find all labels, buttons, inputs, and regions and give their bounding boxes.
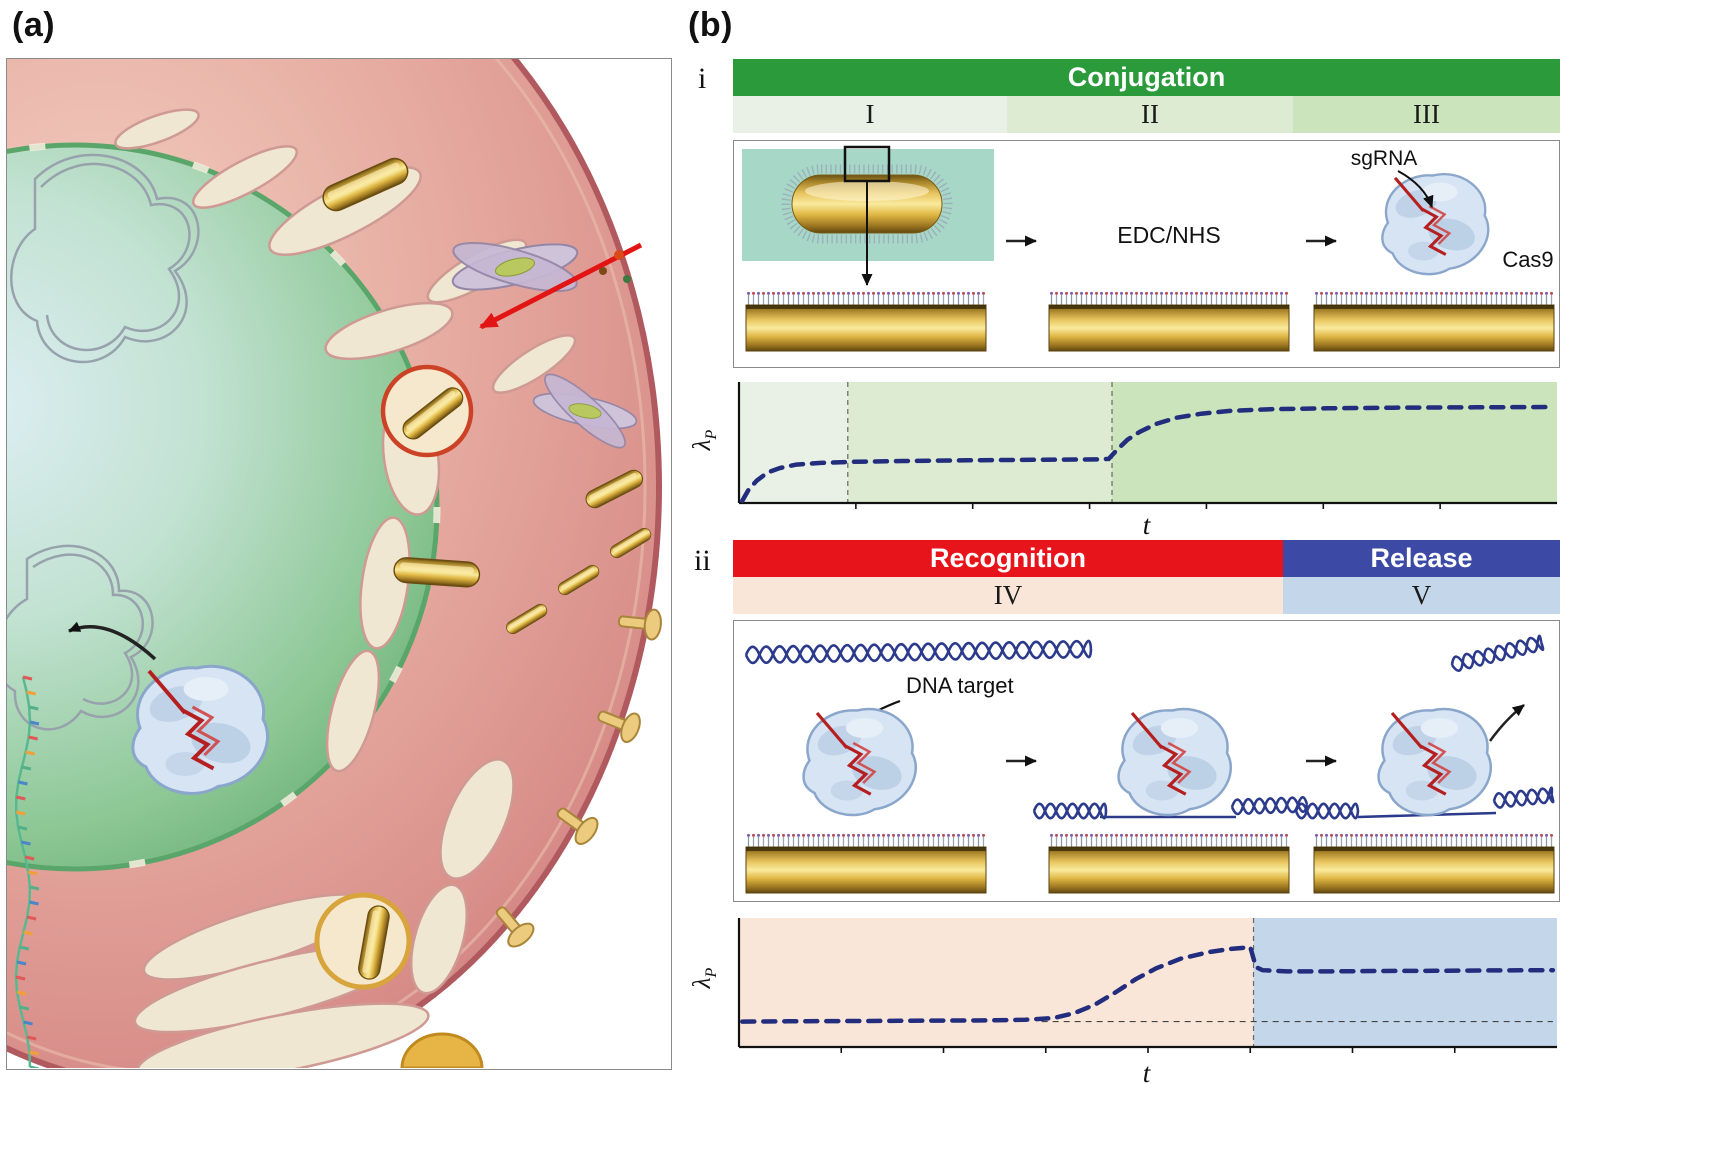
- plot-i: [733, 380, 1560, 512]
- dna-helix: [1032, 802, 1108, 820]
- dna-helix: [1294, 802, 1360, 820]
- edc-label: EDC/NHS: [1117, 222, 1221, 248]
- plot-i-ylabel: λP: [689, 429, 720, 451]
- stage-IV: IV: [733, 577, 1283, 614]
- dna-target-label: DNA target: [906, 673, 1014, 698]
- stage-V: V: [1283, 577, 1560, 614]
- dna-helix: [1492, 786, 1555, 809]
- panel-a-illustration-box: [0, 0, 672, 1090]
- stage-III: III: [1293, 96, 1560, 133]
- sensor-surface: [745, 832, 987, 894]
- stage-I: I: [733, 96, 1007, 133]
- panel-b-label: (b): [688, 6, 733, 44]
- conjugation-scheme-box: EDC/NHS sgRNA Cas9: [733, 140, 1560, 368]
- cas9-protein: [1380, 172, 1490, 276]
- cas9-protein: [1116, 707, 1233, 817]
- panel-a-label: (a): [12, 6, 56, 44]
- plot-ii-ylabel: λP: [689, 967, 720, 989]
- recognition-scheme-box: DNA target: [733, 620, 1560, 902]
- uptake-arrow-icon: [479, 242, 643, 330]
- membrane-protein: [400, 1032, 484, 1070]
- plot-i-xlabel: t: [1142, 510, 1151, 540]
- sensor-surface: [745, 290, 987, 352]
- release-header: Release: [1283, 540, 1560, 577]
- sgrna-label: sgRNA: [1351, 147, 1418, 170]
- sgrna-arrow-icon: [1397, 170, 1434, 208]
- lipid-disc: [451, 241, 579, 293]
- stage-II: II: [1007, 96, 1293, 133]
- recognition-header: Recognition: [733, 540, 1283, 577]
- rna-strand: [14, 675, 40, 1071]
- sensor-surface: [1048, 832, 1290, 894]
- conjugation-scheme: EDC/NHS sgRNA Cas9: [742, 145, 1555, 352]
- lipid-disc: [532, 373, 638, 449]
- release-arrow-icon: [1488, 704, 1525, 742]
- cas9-protein: [130, 664, 270, 796]
- sensor-surface: [1313, 832, 1555, 894]
- subpanel-i-label: i: [698, 62, 707, 95]
- cas9-protein: [801, 707, 918, 817]
- cas9-protein: [1376, 707, 1493, 817]
- released-dna-helix: [1450, 634, 1545, 672]
- cell-illustration: [0, 0, 670, 1090]
- targeting-arrow-icon: [68, 621, 157, 661]
- cas9-label: Cas9: [1502, 247, 1553, 272]
- subpanel-ii-label: ii: [694, 544, 711, 577]
- sensor-surface: [1048, 290, 1290, 352]
- recognition-scheme: DNA target: [744, 634, 1555, 894]
- plot-ii-xlabel: t: [1142, 1058, 1151, 1088]
- sensor-surface: [1313, 290, 1555, 352]
- dna-helix: [744, 639, 1093, 665]
- conjugation-header: Conjugation: [733, 59, 1560, 96]
- plot-ii: [733, 916, 1560, 1056]
